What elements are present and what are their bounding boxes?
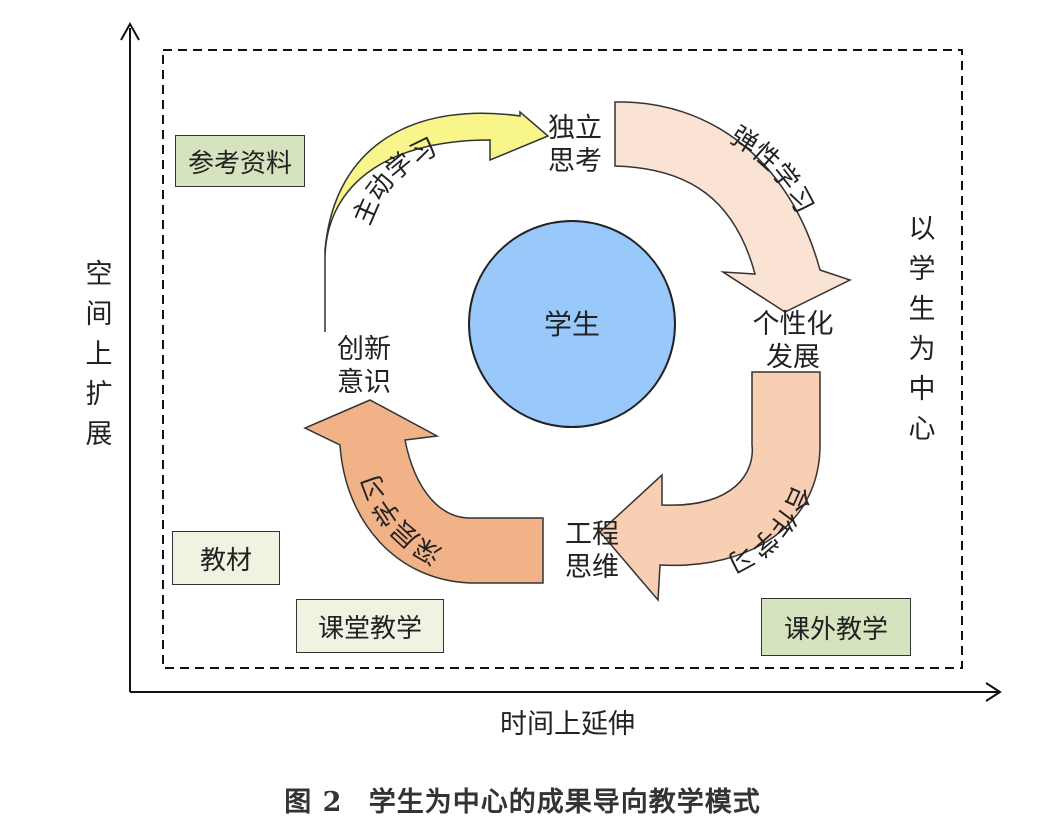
deep-learning-arrow (303, 399, 544, 584)
node-line: 工程 (565, 519, 619, 550)
x-axis-arrowhead (985, 682, 1002, 702)
flexible-learning-arrow (614, 101, 852, 313)
center-label: 学生 (543, 308, 600, 341)
y-axis-label: 空间上扩展 (85, 259, 113, 450)
y-axis-arrowhead (120, 21, 140, 41)
node-engineering-thinking: 工程 思维 (565, 518, 619, 584)
dashed-frame (162, 49, 963, 669)
cooperative-learning-arrow (598, 371, 821, 602)
node-line: 个性化 (752, 309, 834, 340)
node-line: 思维 (565, 552, 619, 583)
node-innovation-awareness: 创新 意识 (337, 333, 391, 399)
figure-number: 图 2 (284, 787, 343, 818)
classroom-teaching-box: 课堂教学 (296, 599, 444, 653)
node-line: 思考 (548, 146, 602, 177)
student-center-circle (468, 220, 676, 428)
textbook-box: 教材 (172, 531, 280, 585)
reference-materials-box: 参考资料 (175, 135, 305, 187)
node-line: 发展 (766, 342, 820, 373)
node-personalized-development: 个性化 发展 (748, 308, 838, 374)
figure-title: 学生为中心的成果导向教学模式 (368, 787, 761, 818)
x-axis-label: 时间上延伸 (500, 709, 635, 740)
student-centered-side-label: 以学生为中心 (908, 214, 936, 445)
node-independent-thinking: 独立 思考 (548, 112, 602, 178)
figure-caption: 图 2 学生为中心的成果导向教学模式 (0, 780, 1045, 819)
active-learning-arrow (324, 110, 550, 332)
node-line: 独立 (548, 113, 602, 144)
node-line: 意识 (337, 367, 391, 398)
node-line: 创新 (337, 334, 391, 365)
extracurricular-teaching-box: 课外教学 (761, 598, 911, 656)
